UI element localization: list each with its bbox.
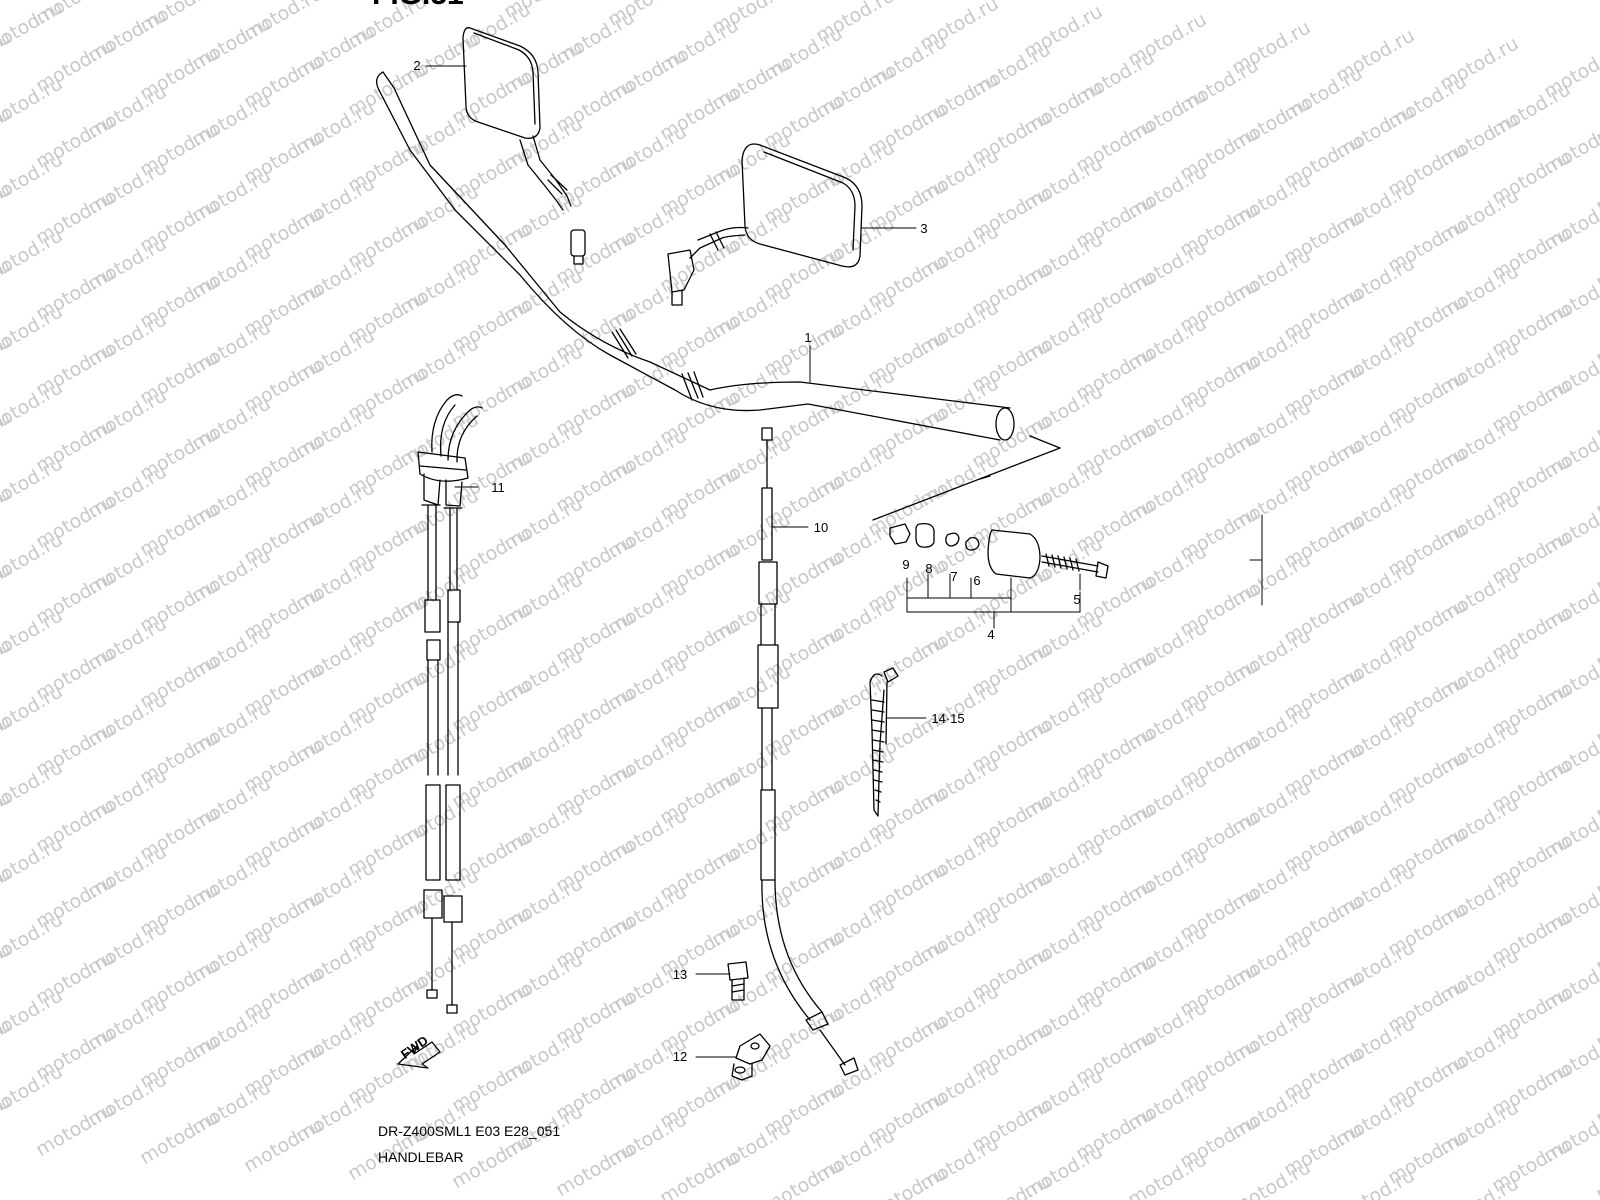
callout-3: 3 <box>920 221 927 236</box>
assembly-name-caption: HANDLEBAR <box>378 1149 464 1165</box>
callout-14-15: 14·15 <box>931 711 964 726</box>
callout-8: 8 <box>925 561 932 576</box>
throttle-cable-part <box>417 394 483 1014</box>
callout-5: 5 <box>1073 592 1080 607</box>
callout-4: 4 <box>987 627 994 642</box>
end-weight-assembly <box>872 435 1109 579</box>
model-code-caption: DR-Z400SML1 E03 E28_051 <box>378 1123 561 1139</box>
leader-lines <box>425 65 1081 1058</box>
callout-6: 6 <box>973 573 980 588</box>
right-mirror-part <box>667 143 863 306</box>
handlebar-part <box>376 71 1015 441</box>
forward-arrow-icon <box>397 1041 441 1069</box>
clutch-cable-part <box>757 427 859 1076</box>
figure-title: FIG.51 <box>372 0 464 12</box>
bolt-part <box>727 961 749 1001</box>
callout-9: 9 <box>902 557 909 572</box>
clamp-band-part <box>869 667 899 817</box>
callout-brackets <box>906 514 1263 629</box>
callout-1: 1 <box>804 330 811 345</box>
callout-12: 12 <box>673 1049 687 1064</box>
callout-10: 10 <box>814 520 828 535</box>
callout-7: 7 <box>950 569 957 584</box>
fwd-badge-label: FWD <box>398 1033 431 1062</box>
callout-13: 13 <box>673 967 687 982</box>
cable-holder-part <box>731 1033 771 1081</box>
callout-2: 2 <box>413 58 420 73</box>
left-mirror-part <box>462 27 586 265</box>
callout-11: 11 <box>491 480 505 495</box>
